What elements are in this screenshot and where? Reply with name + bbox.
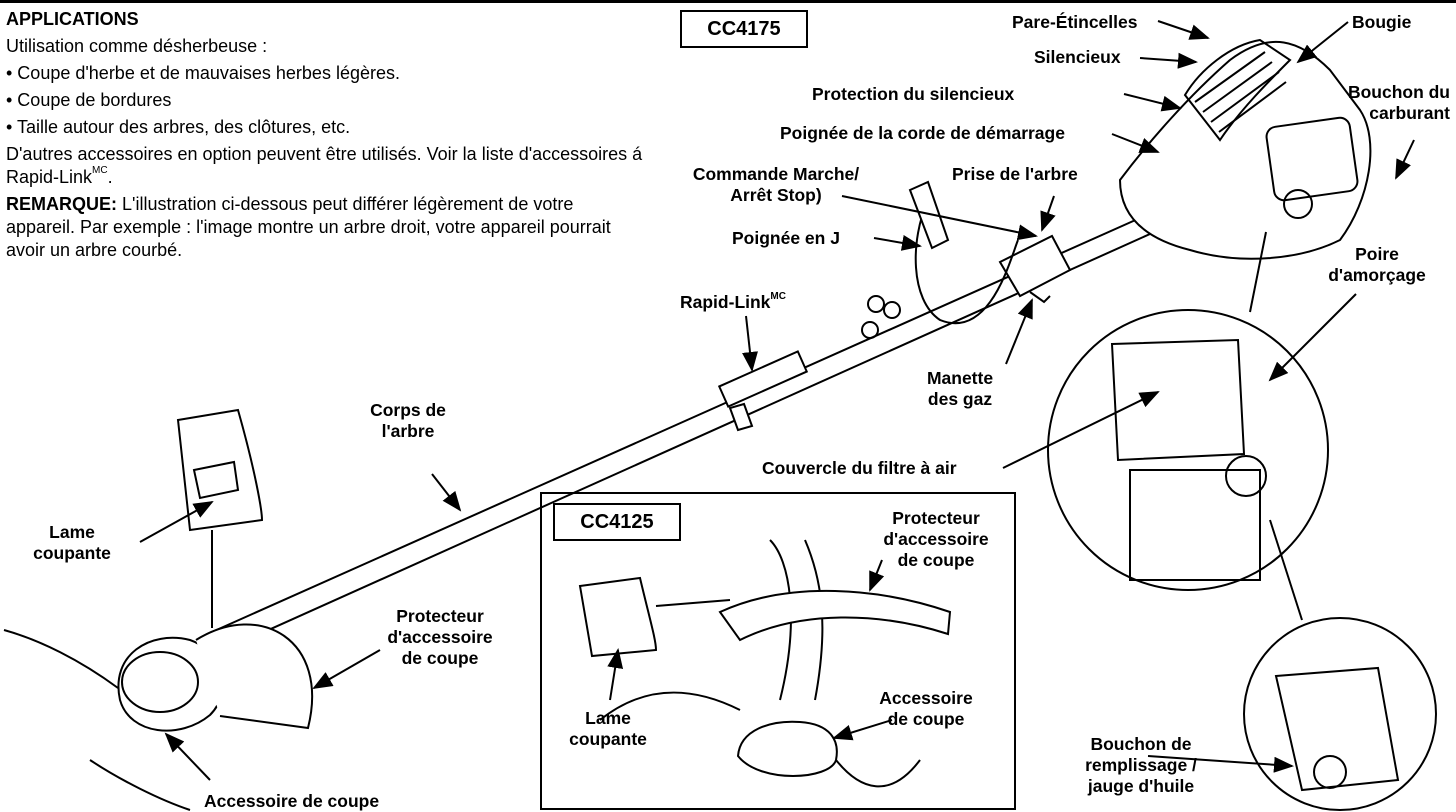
leader-spark-arrester bbox=[1157, 20, 1210, 40]
leader-muffler-guard bbox=[1123, 93, 1182, 112]
leader-blade bbox=[139, 501, 214, 543]
label-muffler-guard: Protection du silencieux bbox=[812, 84, 1015, 104]
label-spark-plug: Bougie bbox=[1352, 12, 1412, 32]
blade-detail-inset bbox=[176, 408, 264, 532]
usage-line: Utilisation comme désherbeuse : bbox=[6, 36, 268, 56]
leader-on-stop bbox=[841, 195, 1038, 241]
bullet-2: • Coupe de bordures bbox=[6, 90, 172, 110]
leader-muffler bbox=[1139, 52, 1198, 69]
leader-shaft-grip bbox=[1040, 195, 1056, 232]
leader-spark-plug bbox=[1296, 21, 1349, 64]
label-attachment: Accessoire de coupe bbox=[204, 791, 380, 811]
inset-cc4125-box bbox=[540, 492, 1016, 810]
label-air-filter: Couvercle du filtre à air bbox=[762, 458, 957, 478]
leader-starter bbox=[1111, 133, 1160, 153]
inset-blade-detail bbox=[578, 576, 658, 658]
leader-inset-attachment bbox=[832, 719, 893, 741]
note-label: REMARQUE: bbox=[6, 194, 117, 214]
bullet-1: • Coupe d'herbe et de mauvaises herbes l… bbox=[6, 63, 400, 83]
note-paragraph: REMARQUE: L'illustration ci-dessous peut… bbox=[6, 194, 611, 260]
label-shaft-grip: Prise de l'arbre bbox=[952, 164, 1078, 184]
label-muffler: Silencieux bbox=[1034, 47, 1121, 67]
leader-oil-circle bbox=[1269, 519, 1303, 621]
label-on-stop: Commande Marche/Arrêt Stop) bbox=[692, 164, 860, 205]
shaft-grip bbox=[998, 234, 1072, 298]
main-shaft bbox=[211, 217, 1151, 651]
leader-attachment bbox=[164, 732, 211, 781]
label-j-handle: Poignée en J bbox=[732, 228, 840, 248]
model-tag-cc4125: CC4125 bbox=[553, 503, 681, 541]
inset-head bbox=[736, 720, 838, 777]
leader-guard bbox=[312, 649, 381, 689]
leader-fuel-cap bbox=[1395, 139, 1415, 180]
inset-guard bbox=[718, 589, 952, 642]
applications-section: APPLICATIONS Utilisation comme désherbeu… bbox=[6, 8, 646, 262]
air-filter-box bbox=[1265, 116, 1359, 202]
accessories-paragraph: D'autres accessoires en option peuvent ê… bbox=[6, 144, 643, 187]
leader-inset-blade-to-guard bbox=[655, 599, 731, 607]
leader-rapid-link bbox=[742, 315, 758, 372]
leader-inset-blade bbox=[607, 648, 624, 701]
leader-shaft-body bbox=[431, 473, 462, 512]
top-rule bbox=[0, 0, 1456, 3]
leader-primer bbox=[1268, 293, 1357, 382]
label-rapid-link: Rapid-LinkMC bbox=[680, 291, 786, 313]
bullet-3: • Taille autour des arbres, des clôtures… bbox=[6, 117, 351, 137]
label-spark-arrester: Pare-Étincelles bbox=[1012, 12, 1138, 32]
oil-detail-circle bbox=[1243, 617, 1437, 811]
applications-heading: APPLICATIONS bbox=[6, 9, 139, 29]
engine-housing bbox=[1118, 40, 1372, 260]
primer-detail-circle bbox=[1047, 309, 1329, 591]
fuel-cap bbox=[1283, 189, 1313, 219]
leader-throttle bbox=[1005, 298, 1033, 365]
cutting-guard bbox=[195, 623, 314, 730]
leader-j-handle bbox=[873, 235, 922, 251]
leader-inset-guard bbox=[869, 559, 885, 592]
label-starter-handle: Poignée de la corde de démarrage bbox=[780, 123, 1065, 143]
leader-air-filter bbox=[1002, 391, 1160, 469]
leader-oil bbox=[1147, 755, 1294, 773]
rapid-link-coupler bbox=[717, 350, 809, 408]
model-tag-cc4175: CC4175 bbox=[680, 10, 808, 48]
leader-primer-circle bbox=[1249, 231, 1267, 313]
